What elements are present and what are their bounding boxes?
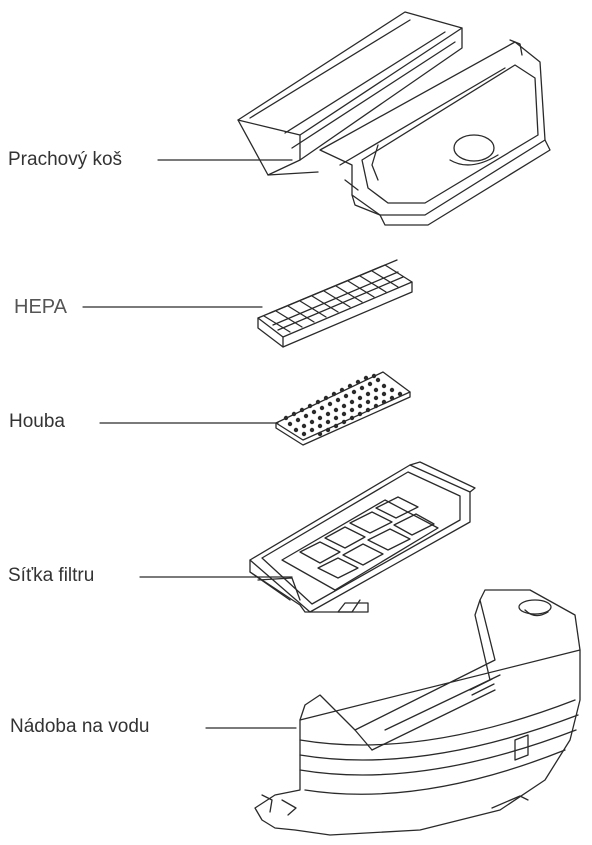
filter-mesh-illustration bbox=[249, 461, 476, 613]
leader-lines bbox=[82, 159, 297, 729]
label-water-tank: Nádoba na vodu bbox=[10, 716, 150, 737]
hepa-filter-illustration bbox=[257, 259, 413, 348]
label-filter-mesh: Síťka filtru bbox=[8, 565, 95, 586]
label-dust-bin: Prachový koš bbox=[8, 149, 123, 170]
dust-bin-illustration bbox=[237, 11, 551, 226]
label-hepa: HEPA bbox=[14, 296, 67, 318]
label-sponge: Houba bbox=[9, 411, 65, 432]
water-tank-illustration bbox=[254, 589, 581, 836]
sponge-illustration bbox=[275, 371, 411, 446]
